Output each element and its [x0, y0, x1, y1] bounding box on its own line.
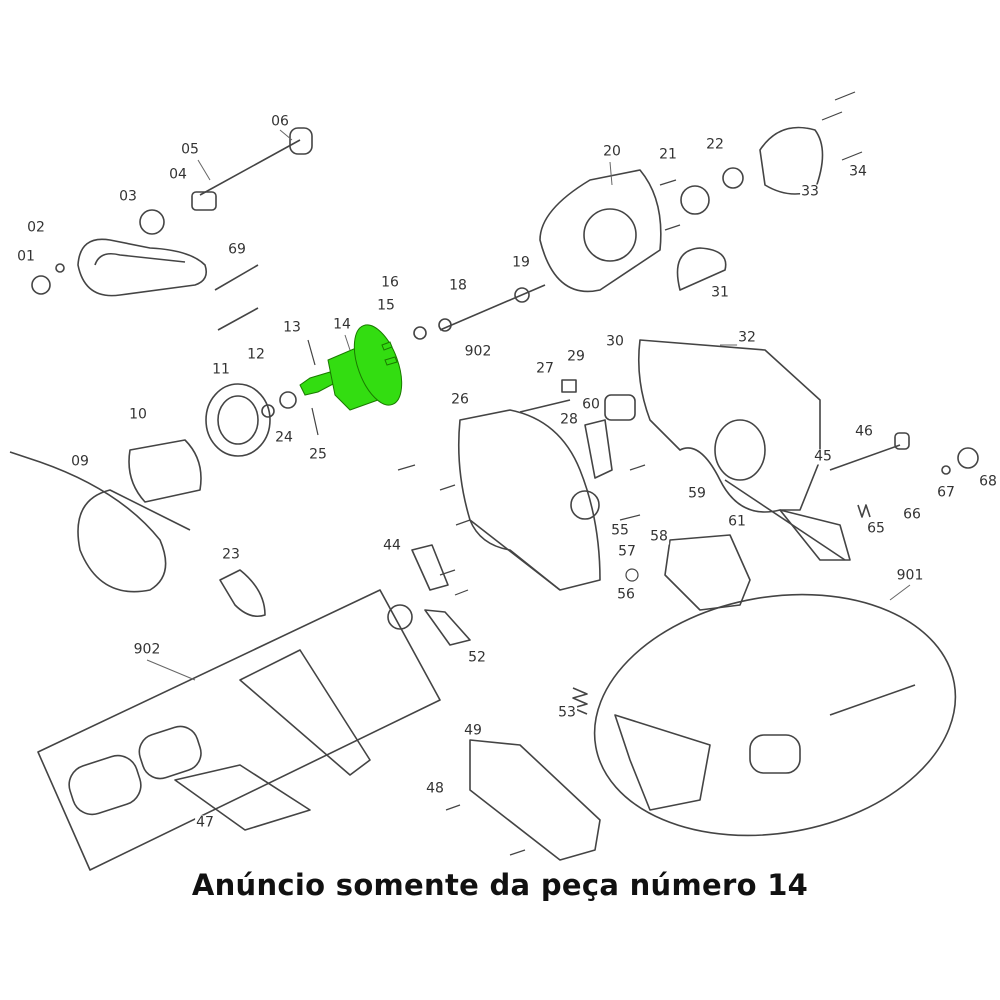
part-label-45: 45 — [813, 448, 833, 465]
part-label-16: 16 — [380, 274, 400, 291]
part-label-02: 02 — [26, 219, 46, 236]
part-label-34: 34 — [848, 163, 868, 180]
part-label-25: 25 — [308, 446, 328, 463]
part-label-901: 901 — [895, 567, 925, 584]
caption: Anúncio somente da peça número 14 — [191, 868, 809, 902]
part-label-20: 20 — [602, 143, 622, 160]
part-label-09: 09 — [70, 453, 90, 470]
part-label-22: 22 — [705, 136, 725, 153]
part-label-12: 12 — [246, 346, 266, 363]
part-label-33: 33 — [800, 183, 820, 200]
part-label-47: 47 — [195, 814, 215, 831]
armature-part-14 — [299, 324, 403, 411]
part-label-21: 21 — [658, 146, 678, 163]
part-label-13: 13 — [282, 319, 302, 336]
part-label-01: 01 — [16, 248, 36, 265]
part-label-61: 61 — [727, 513, 747, 530]
part-label-65: 65 — [866, 520, 886, 537]
part-label-44: 44 — [382, 537, 402, 554]
part-label-03: 03 — [118, 188, 138, 205]
part-label-55: 55 — [610, 522, 630, 539]
handle-part — [77, 238, 208, 297]
part-label-18: 18 — [448, 277, 468, 294]
part-label-23: 23 — [221, 546, 241, 563]
part-label-27: 27 — [535, 360, 555, 377]
part-label-53: 53 — [557, 704, 577, 721]
part-label-26: 26 — [450, 391, 470, 408]
part-label-30: 30 — [605, 333, 625, 350]
part-label-902: 902 — [463, 343, 493, 360]
part-label-56: 56 — [616, 586, 636, 603]
part-label-49: 49 — [463, 722, 483, 739]
part-label-52: 52 — [467, 649, 487, 666]
part-label-67: 67 — [936, 484, 956, 501]
part-label-11: 11 — [211, 361, 231, 378]
part-label-66: 66 — [902, 506, 922, 523]
part-label-902: 902 — [132, 641, 162, 658]
part-label-04: 04 — [168, 166, 188, 183]
part-label-06: 06 — [270, 113, 290, 130]
part-label-32: 32 — [737, 329, 757, 346]
part-label-59: 59 — [687, 485, 707, 502]
part-label-57: 57 — [617, 543, 637, 560]
part-label-69: 69 — [227, 241, 247, 258]
part-label-60: 60 — [581, 396, 601, 413]
part-label-48: 48 — [425, 780, 445, 797]
part-label-29: 29 — [566, 348, 586, 365]
part-label-24: 24 — [274, 429, 294, 446]
part-label-46: 46 — [854, 423, 874, 440]
part-label-28: 28 — [559, 411, 579, 428]
part-label-19: 19 — [511, 254, 531, 271]
part-label-58: 58 — [649, 528, 669, 545]
part-label-68: 68 — [978, 473, 998, 490]
part-label-14: 14 — [332, 316, 352, 333]
part-label-31: 31 — [710, 284, 730, 301]
part-label-05: 05 — [180, 141, 200, 158]
part-label-15: 15 — [376, 297, 396, 314]
part-label-10: 10 — [128, 406, 148, 423]
